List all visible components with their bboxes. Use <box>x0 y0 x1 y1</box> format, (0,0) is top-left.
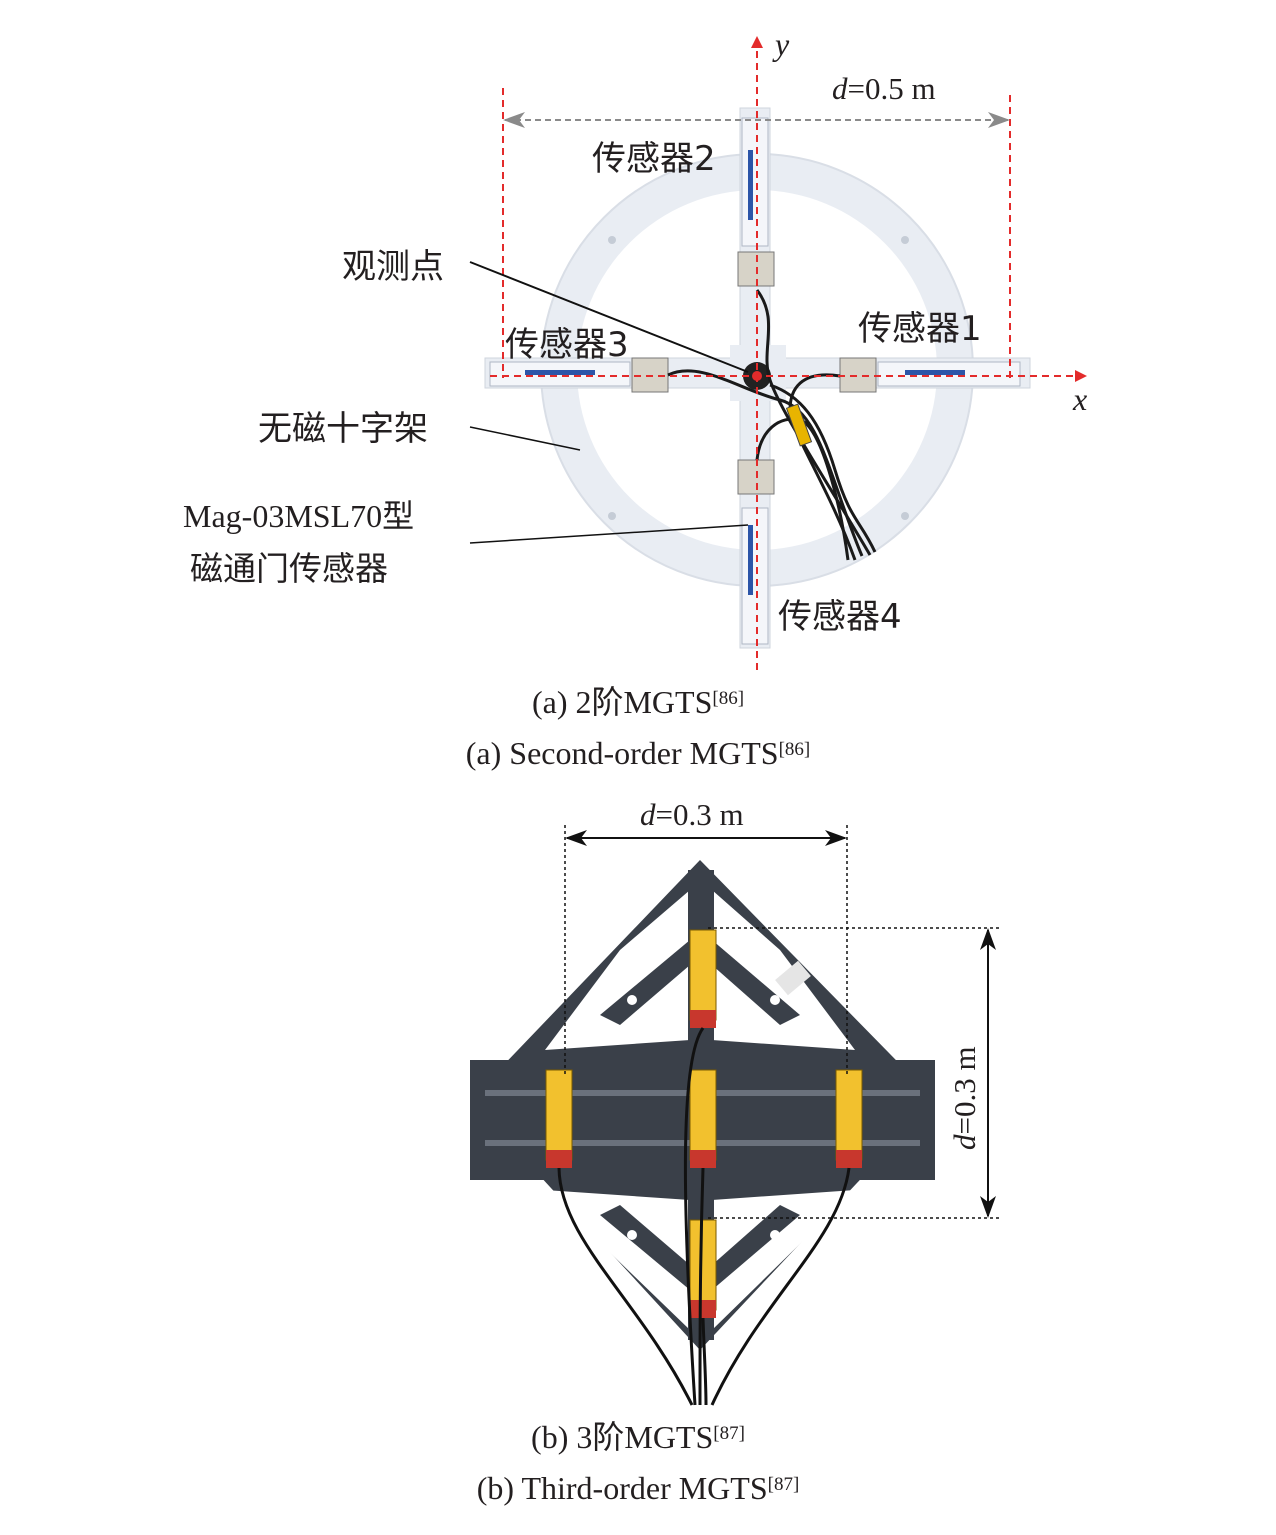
dimension-label-a: d=0.5 m <box>832 71 936 106</box>
x-axis-label: x <box>1072 381 1087 417</box>
magnetometer-type-label: 磁通门传感器 <box>190 549 388 588</box>
caption-a-en: (a) Second-order MGTS[86] <box>465 735 811 771</box>
magnetometer-leader <box>469 524 749 544</box>
frame-label: 无磁十字架 <box>258 409 428 449</box>
caption-b-cn: (b) 3阶MGTS[87] <box>531 1419 745 1455</box>
y-axis-label: y <box>772 26 790 62</box>
sensor-1-label: 传感器1 <box>858 309 982 349</box>
observation-point-label: 观测点 <box>342 247 444 287</box>
magnetometer-model-label: Mag-03MSL70型 <box>183 498 414 534</box>
caption-a-cn: (a) 2阶MGTS[86] <box>531 684 745 720</box>
panel-b-sensor-center <box>689 1069 717 1168</box>
frame-leader <box>469 426 581 451</box>
dimension-label-b-right: d=0.3 m <box>947 1046 982 1150</box>
panel-b-sensor-bottom <box>689 1219 717 1318</box>
panel-b-guides <box>564 825 1000 1219</box>
sensor-2-label: 传感器2 <box>592 139 716 179</box>
panel-b-sensor-right <box>835 1069 863 1168</box>
sensor-cables <box>667 289 877 561</box>
sensor-4-label: 传感器4 <box>778 597 902 637</box>
panel-b-cables <box>557 1027 851 1406</box>
panel-b-sensor-top <box>689 929 717 1028</box>
sensor-3-label: 传感器3 <box>505 325 629 365</box>
dimension-label-b-top: d=0.3 m <box>640 797 744 832</box>
sensor-1-probe <box>839 357 1021 393</box>
observation-point-leader <box>469 261 749 373</box>
panel-b-sensor-left <box>545 1069 573 1168</box>
caption-b-en: (b) Third-order MGTS[87] <box>476 1470 800 1506</box>
